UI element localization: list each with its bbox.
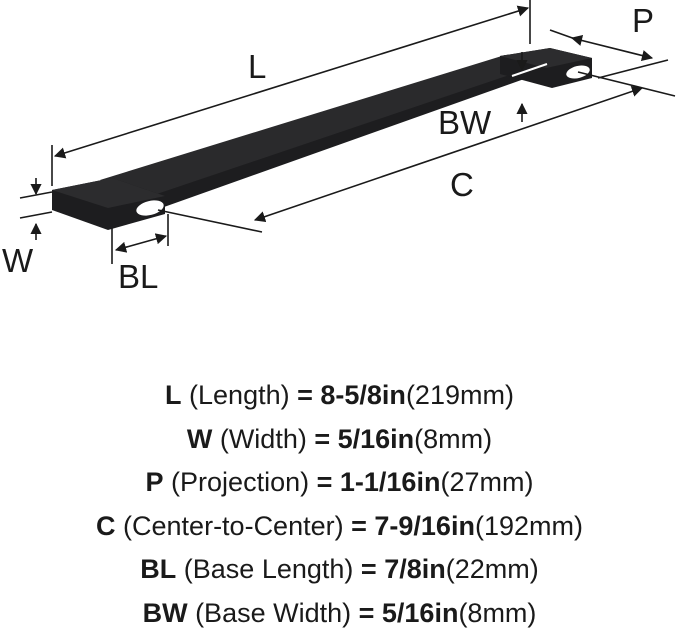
spec-value: 5/16in [381, 597, 459, 628]
label-C: C [450, 166, 474, 203]
dim-P-line [570, 35, 654, 61]
spec-eq: = [360, 554, 385, 585]
dim-BL-line [114, 233, 168, 253]
spec-base-length: BL (Base Length) = 7/8in(22mm) [0, 548, 679, 592]
spec-desc: (Base Width) [187, 597, 359, 628]
spec-base-width: BW (Base Width) = 5/16in(8mm) [0, 592, 679, 636]
spec-key: C [96, 510, 116, 541]
spec-projection: P (Projection) = 1-1/16in(27mm) [0, 461, 679, 505]
spec-desc: (Projection) [163, 467, 317, 498]
spec-eq: = [358, 597, 382, 628]
spec-metric: (219mm) [405, 380, 514, 410]
dim-C-ext-left [157, 209, 263, 233]
dimension-lines [19, 0, 676, 264]
label-L: L [248, 48, 266, 85]
spec-metric: (8mm) [458, 597, 537, 628]
spec-desc: (Center-to-Center) [115, 510, 352, 541]
spec-metric: (8mm) [414, 423, 493, 454]
spec-metric: (27mm) [440, 467, 534, 498]
spec-length: L (Length) = 8-5/8in(219mm) [0, 374, 679, 418]
dim-C-ext-right [577, 71, 676, 97]
spec-value: 7-9/16in [374, 510, 475, 541]
cabinet-pull-handle [52, 48, 592, 230]
spec-center-to-center: C (Center-to-Center) = 7-9/16in(192mm) [0, 505, 679, 549]
dim-P-ext-b [597, 59, 669, 79]
spec-key: BW [142, 597, 188, 628]
spec-key: P [145, 467, 164, 498]
dimension-spec-list: L (Length) = 8-5/8in(219mm) W (Width) = … [0, 374, 679, 636]
handle-dimension-diagram: L P BW C W BL [2, 0, 676, 295]
spec-desc: (Base Length) [176, 554, 361, 585]
spec-value: 1-1/16in [339, 467, 441, 498]
label-BL: BL [118, 258, 158, 295]
label-W: W [2, 242, 34, 279]
spec-value: 7/8in [384, 554, 446, 585]
left-base-hole [136, 200, 164, 216]
label-BW: BW [438, 104, 492, 141]
spec-key: BL [140, 554, 177, 585]
dim-C-line [253, 85, 644, 223]
spec-value: 5/16in [337, 423, 415, 454]
dim-W-ext-top [19, 191, 53, 199]
spec-eq: = [316, 467, 340, 498]
spec-metric: (192mm) [474, 510, 583, 541]
spec-width: W (Width) = 5/16in(8mm) [0, 418, 679, 462]
dim-P-ext-a [549, 29, 579, 41]
spec-eq: = [297, 380, 321, 410]
spec-desc: (Length) [181, 380, 298, 410]
spec-eq: = [351, 510, 375, 541]
spec-value: 8-5/8in [320, 380, 406, 410]
spec-key: W [186, 423, 213, 454]
dim-L-line [53, 5, 530, 159]
spec-key: L [165, 380, 182, 410]
label-P: P [632, 2, 654, 39]
spec-desc: (Width) [212, 423, 315, 454]
spec-metric: (22mm) [445, 554, 539, 585]
spec-eq: = [314, 423, 338, 454]
dim-W-ext-bottom [19, 211, 53, 219]
left-base-top [52, 178, 165, 208]
